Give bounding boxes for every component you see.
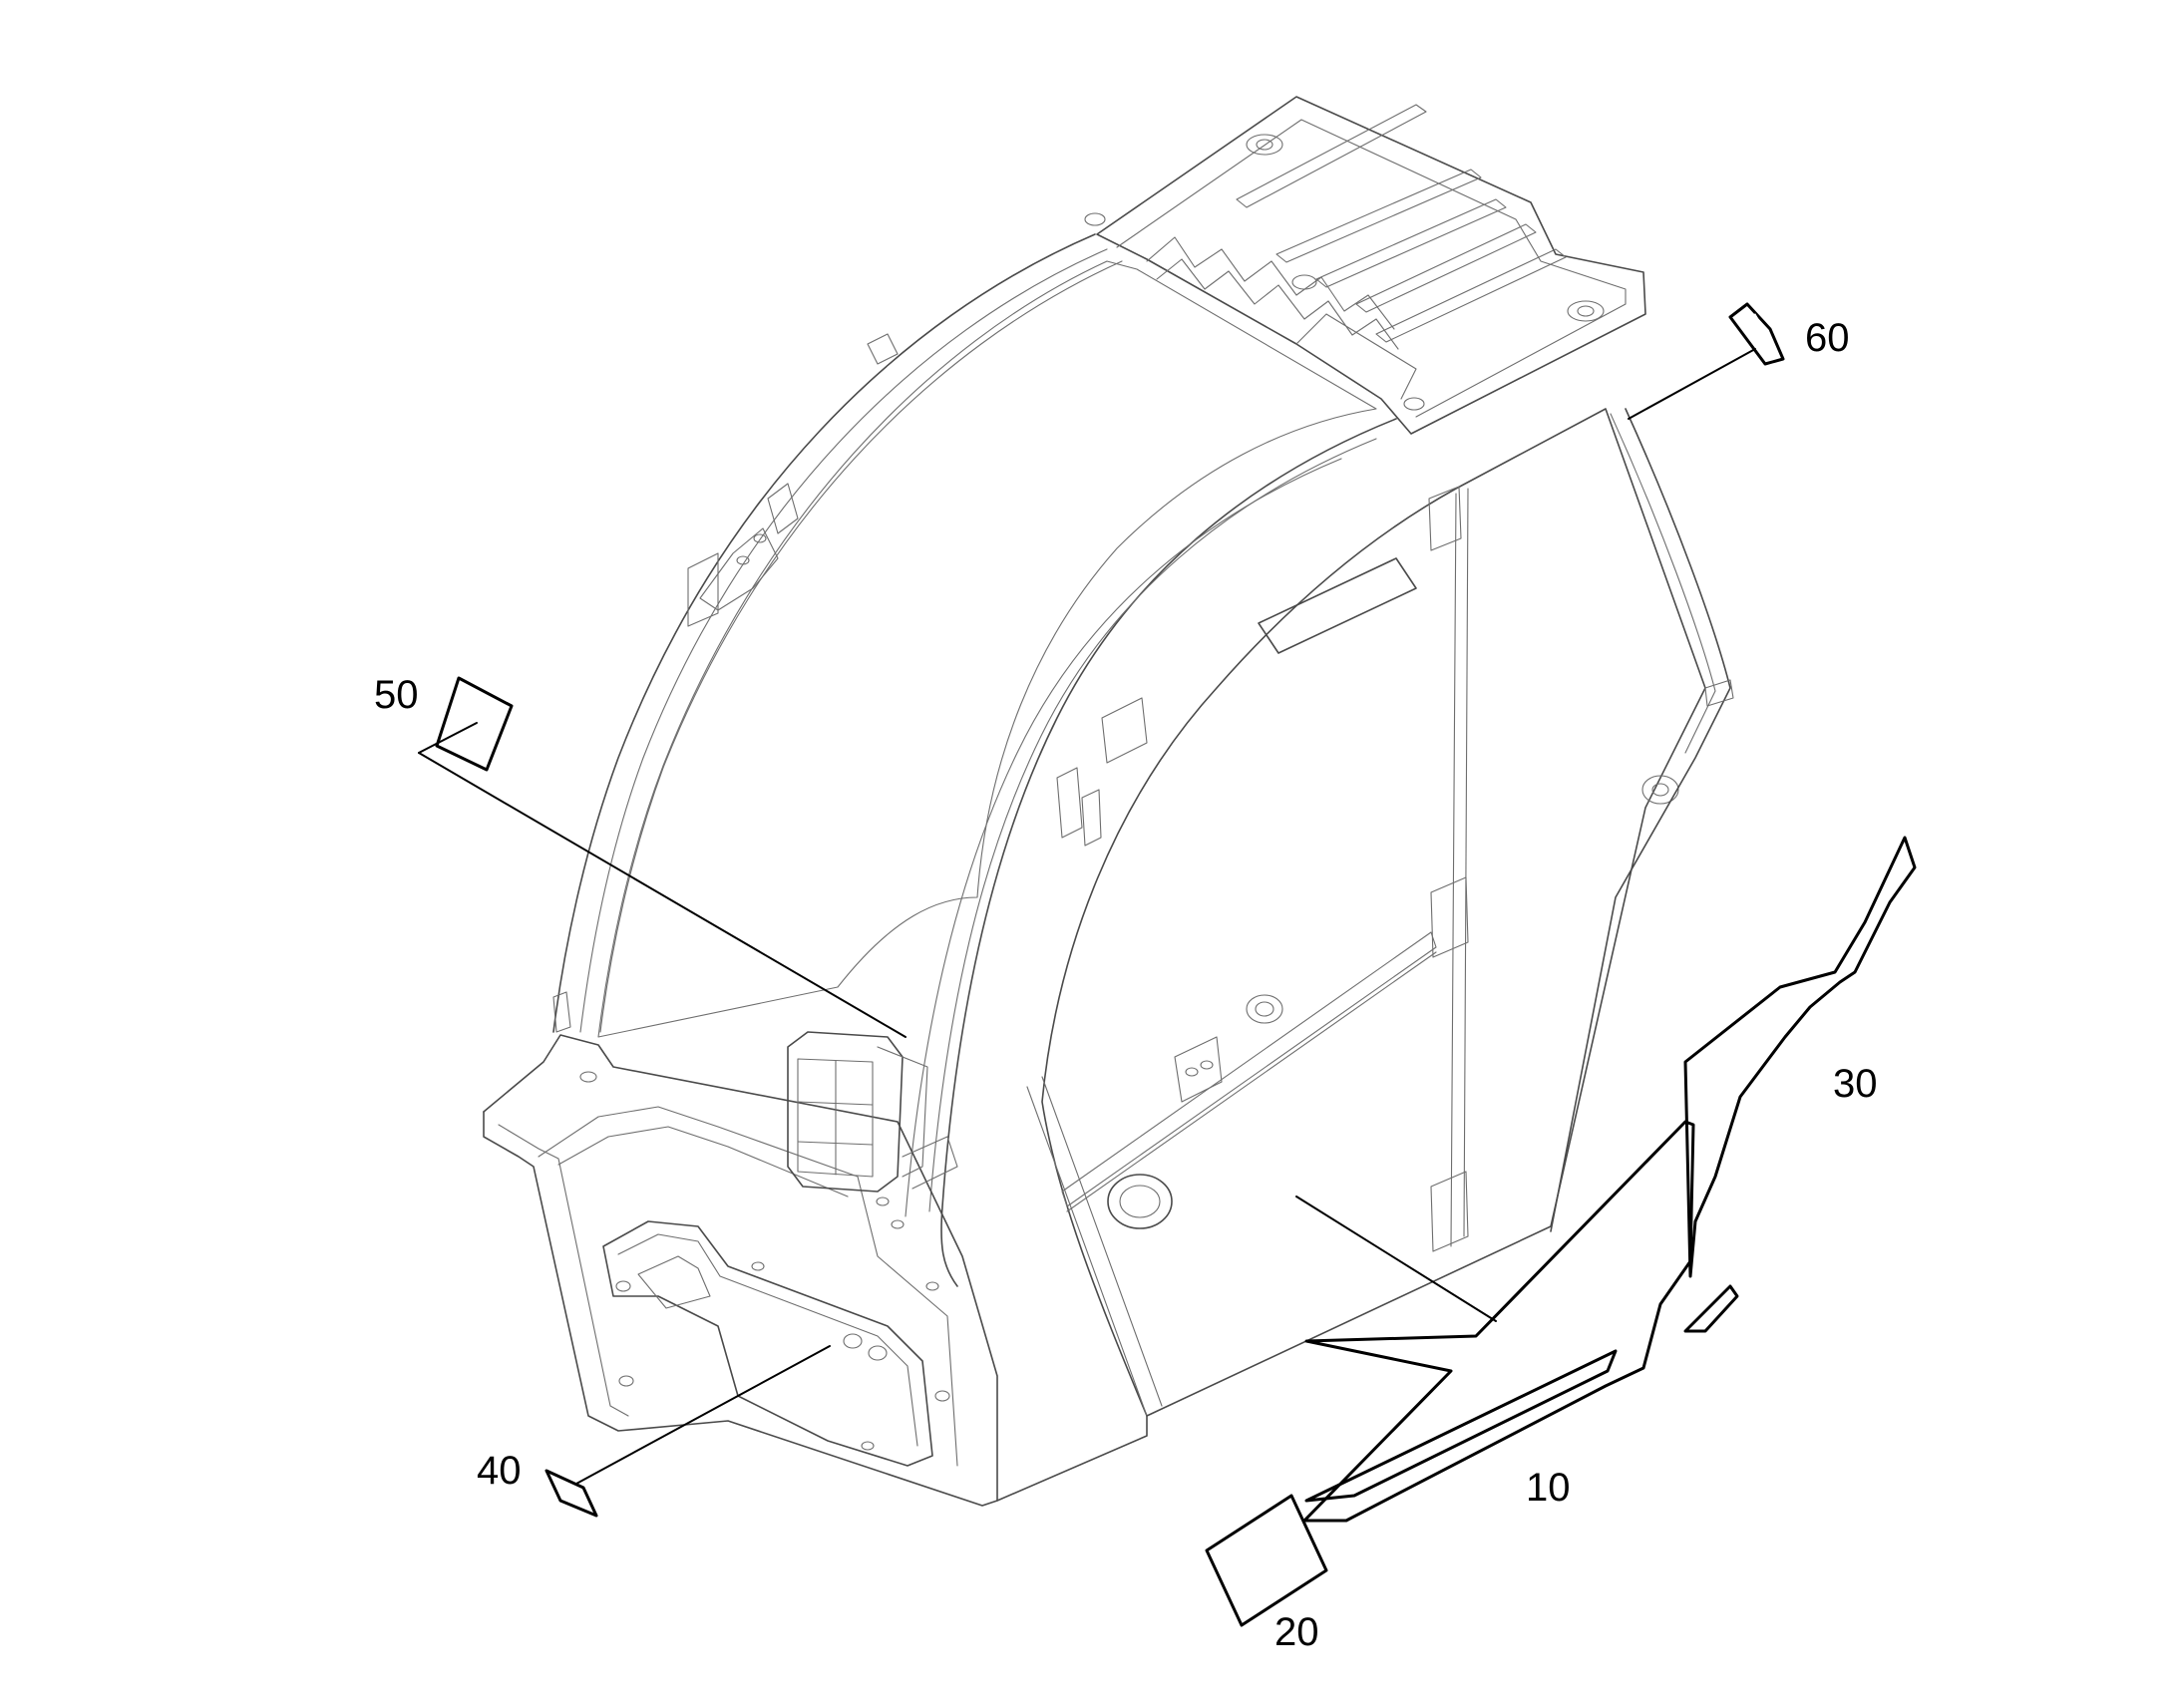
- cab-windscreen: [597, 260, 1377, 1038]
- leader-40: [575, 1345, 831, 1485]
- cab-body: [483, 96, 1734, 1507]
- decal-50-shape: [435, 676, 514, 772]
- callout-labels: 10 20 30 40 50 60: [374, 316, 1878, 1654]
- callout-60: 60: [1805, 316, 1850, 360]
- decal-60-shape: [1728, 302, 1785, 366]
- leader-lines: [418, 348, 1756, 1485]
- cab-front-arch: [905, 418, 1417, 1287]
- leader-50: [418, 752, 907, 1038]
- leader-10: [1295, 1196, 1497, 1322]
- cab-door: [1026, 408, 1706, 1417]
- leader-60: [1628, 348, 1756, 420]
- callout-20: 20: [1274, 1610, 1319, 1654]
- cab-roof: [1084, 96, 1646, 435]
- work-lamp: [787, 1031, 958, 1193]
- callout-50: 50: [374, 673, 419, 717]
- callout-10: 10: [1526, 1466, 1571, 1510]
- cab-left-pillar: [552, 233, 1123, 1033]
- cab-rear-right-pillar: [1550, 408, 1734, 1232]
- decal-20-shape: [1205, 1494, 1328, 1627]
- callout-30: 30: [1833, 1062, 1878, 1106]
- decal-parts: [435, 302, 1917, 1627]
- decal-30-shape: [1683, 836, 1917, 1278]
- decal-10-shape: [1302, 1120, 1695, 1523]
- decal-40-shape: [545, 1469, 598, 1518]
- cab-lower-console: [483, 1031, 1148, 1507]
- callout-40: 40: [477, 1449, 522, 1493]
